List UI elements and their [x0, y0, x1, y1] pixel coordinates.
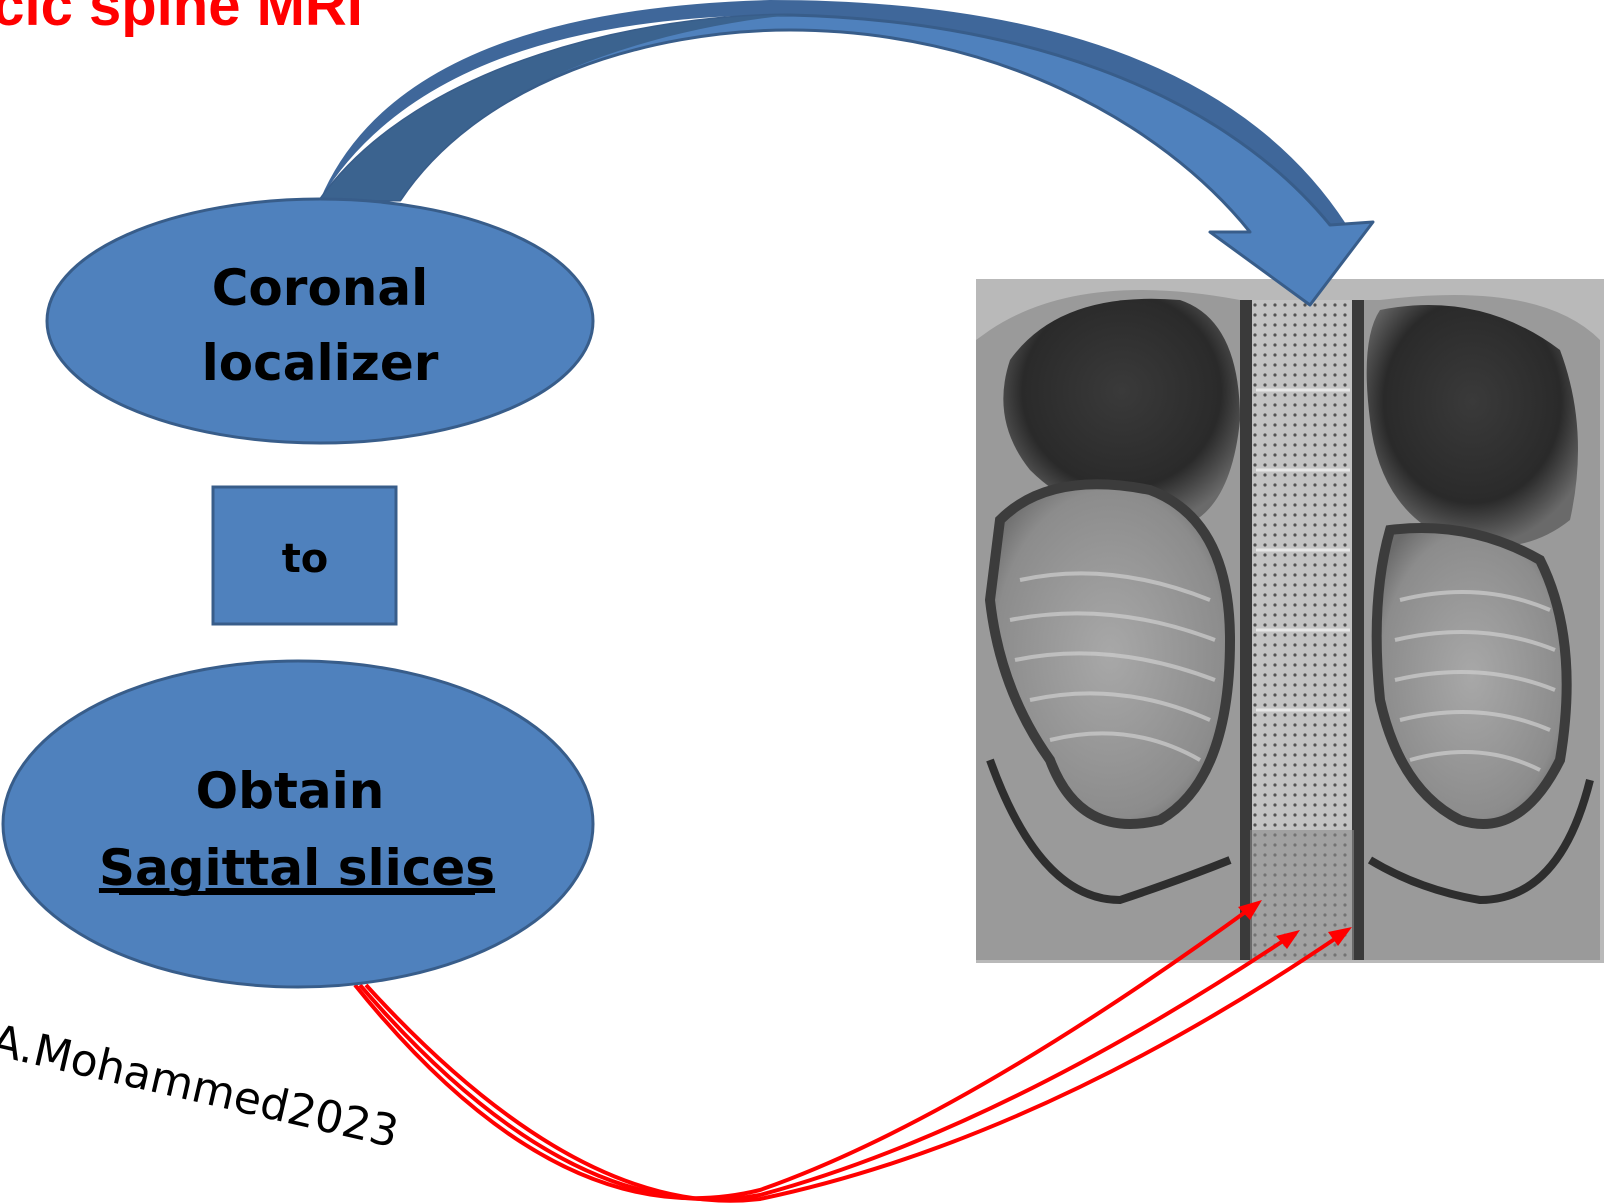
- curved-arrow-to-image: [318, 0, 1375, 307]
- obtain-label-line2: Sagittal slices: [99, 839, 495, 897]
- coronal-localizer-node: Coronal localizer: [45, 197, 595, 445]
- mri-coronal-image: [976, 279, 1604, 963]
- slide-title: acic spine MRI: [0, 0, 363, 38]
- coronal-label-line1: Coronal: [212, 259, 429, 317]
- red-arrow-2: [358, 933, 1294, 1202]
- arrowhead-1: [1238, 900, 1262, 920]
- arrowhead-3: [1328, 927, 1352, 946]
- red-arrows: [353, 903, 1347, 1203]
- red-arrow-3: [364, 930, 1347, 1203]
- obtain-label-line1: Obtain: [196, 762, 385, 820]
- obtain-sagittal-node: Obtain Sagittal slices: [1, 659, 595, 989]
- red-arrowheads: [1238, 900, 1352, 949]
- to-label: to: [282, 536, 329, 582]
- coronal-label-line2: localizer: [202, 334, 439, 392]
- to-connector-node: to: [211, 485, 398, 626]
- arrowhead-2: [1276, 930, 1300, 949]
- red-arrow-1: [353, 903, 1257, 1201]
